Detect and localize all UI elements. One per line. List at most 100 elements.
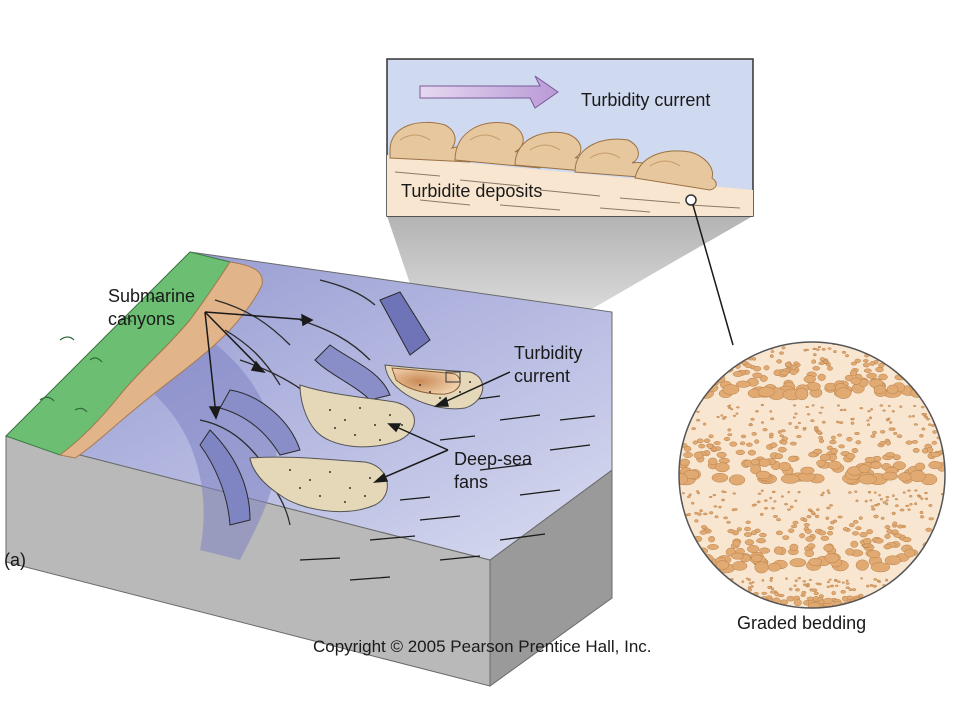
sediment-grain: [904, 548, 916, 558]
sediment-grain: [819, 453, 831, 462]
pointer-arrows: [204, 311, 511, 483]
sediment-grain: [770, 350, 775, 353]
sediment-grain: [838, 444, 845, 449]
sediment-grain: [897, 524, 904, 529]
sediment-grain: [852, 344, 856, 348]
sediment-grain: [727, 342, 731, 344]
sediment-grain: [807, 602, 821, 608]
sediment-grain: [821, 348, 826, 351]
sediment-grain: [732, 414, 737, 417]
sediment-grain: [800, 466, 815, 475]
sediment-grain: [934, 533, 943, 538]
sediment-grain: [772, 338, 774, 340]
sediment-grain: [721, 600, 733, 608]
sediment-grain: [695, 589, 701, 594]
sediment-grain: [771, 490, 776, 494]
sediment-grain: [805, 405, 810, 409]
sediment-grain: [805, 536, 815, 542]
sediment-grain: [885, 440, 891, 446]
sediment-grain: [885, 499, 889, 502]
sediment-grain: [923, 414, 927, 418]
sediment-grain: [727, 406, 732, 409]
sediment-grain: [872, 430, 877, 435]
sediment-grain: [762, 428, 768, 432]
sediment-grain: [911, 590, 918, 594]
sediment-grain: [784, 361, 791, 367]
sediment-grain: [712, 494, 717, 497]
sediment-grain: [867, 490, 872, 494]
sediment-grain: [862, 537, 872, 545]
label-current: current: [514, 366, 570, 386]
sediment-grain: [924, 601, 934, 608]
sediment-grain: [849, 370, 858, 377]
sediment-grain: [817, 606, 830, 608]
copyright-text: Copyright © 2005 Pearson Prentice Hall, …: [313, 637, 652, 656]
sediment-grain: [680, 354, 685, 358]
sediment-grain: [717, 360, 723, 365]
sediment-grain: [696, 591, 703, 596]
sediment-grain: [695, 590, 700, 594]
sediment-grain: [851, 417, 855, 421]
sediment-grain: [926, 370, 934, 377]
sediment-grain: [902, 537, 912, 543]
sediment-grain: [701, 375, 713, 383]
sediment-grain: [932, 430, 937, 434]
sediment-grain: [892, 461, 906, 471]
sediment-grain: [722, 384, 740, 395]
sediment-grain: [751, 554, 763, 563]
sediment-grain: [714, 515, 719, 519]
sediment-grain: [718, 336, 721, 338]
sediment-grain: [927, 381, 940, 390]
sediment-grain: [707, 457, 718, 466]
inset-panel: [386, 58, 754, 217]
sediment-grain: [728, 474, 746, 486]
sediment-grain: [741, 580, 745, 584]
sediment-grain: [919, 515, 925, 519]
sediment-grain: [693, 358, 699, 363]
sediment-grain: [908, 360, 915, 365]
sample-point-marker: [685, 194, 697, 206]
sediment-grain: [686, 549, 697, 557]
sediment-grain: [748, 588, 752, 592]
sediment-grain: [804, 529, 812, 534]
sediment-grain: [694, 511, 698, 515]
sediment-grain: [911, 354, 917, 358]
sediment-grain: [750, 585, 754, 588]
sediment-grain: [793, 584, 797, 587]
sediment-grain: [831, 591, 836, 596]
sediment-grain: [689, 362, 695, 367]
sediment-grain: [689, 600, 702, 608]
sediment-grain: [713, 505, 718, 508]
sediment-grain: [918, 594, 924, 598]
sediment-grain: [917, 495, 921, 498]
panel-label: (a): [4, 550, 26, 570]
sediment-grain: [770, 587, 775, 591]
sediment-grain: [936, 530, 942, 536]
sediment-grain: [920, 497, 924, 500]
sediment-grain: [826, 580, 830, 584]
sediment-grain: [831, 435, 836, 440]
sediment-grain: [813, 448, 823, 455]
sediment-grain: [731, 351, 735, 355]
sediment-grain: [872, 584, 877, 588]
sediment-grain: [933, 350, 938, 353]
sediment-grain: [894, 504, 899, 508]
sediment-grain: [679, 532, 683, 538]
sediment-grain: [762, 601, 776, 608]
sediment-grain: [782, 535, 790, 540]
sediment-grain: [839, 408, 844, 412]
sediment-grain: [683, 384, 699, 393]
sediment-grain: [931, 440, 938, 445]
sediment-grain: [908, 415, 912, 418]
sediment-grain: [802, 583, 807, 586]
sediment-grain: [901, 605, 915, 608]
sediment-grain: [693, 451, 704, 459]
sediment-grain: [867, 410, 871, 413]
sediment-grain: [898, 588, 903, 592]
sediment-grain: [778, 342, 783, 345]
sediment-grain: [811, 404, 815, 407]
sediment-grain: [863, 606, 881, 608]
sediment-grain: [723, 436, 731, 442]
sediment-grain: [686, 549, 697, 558]
